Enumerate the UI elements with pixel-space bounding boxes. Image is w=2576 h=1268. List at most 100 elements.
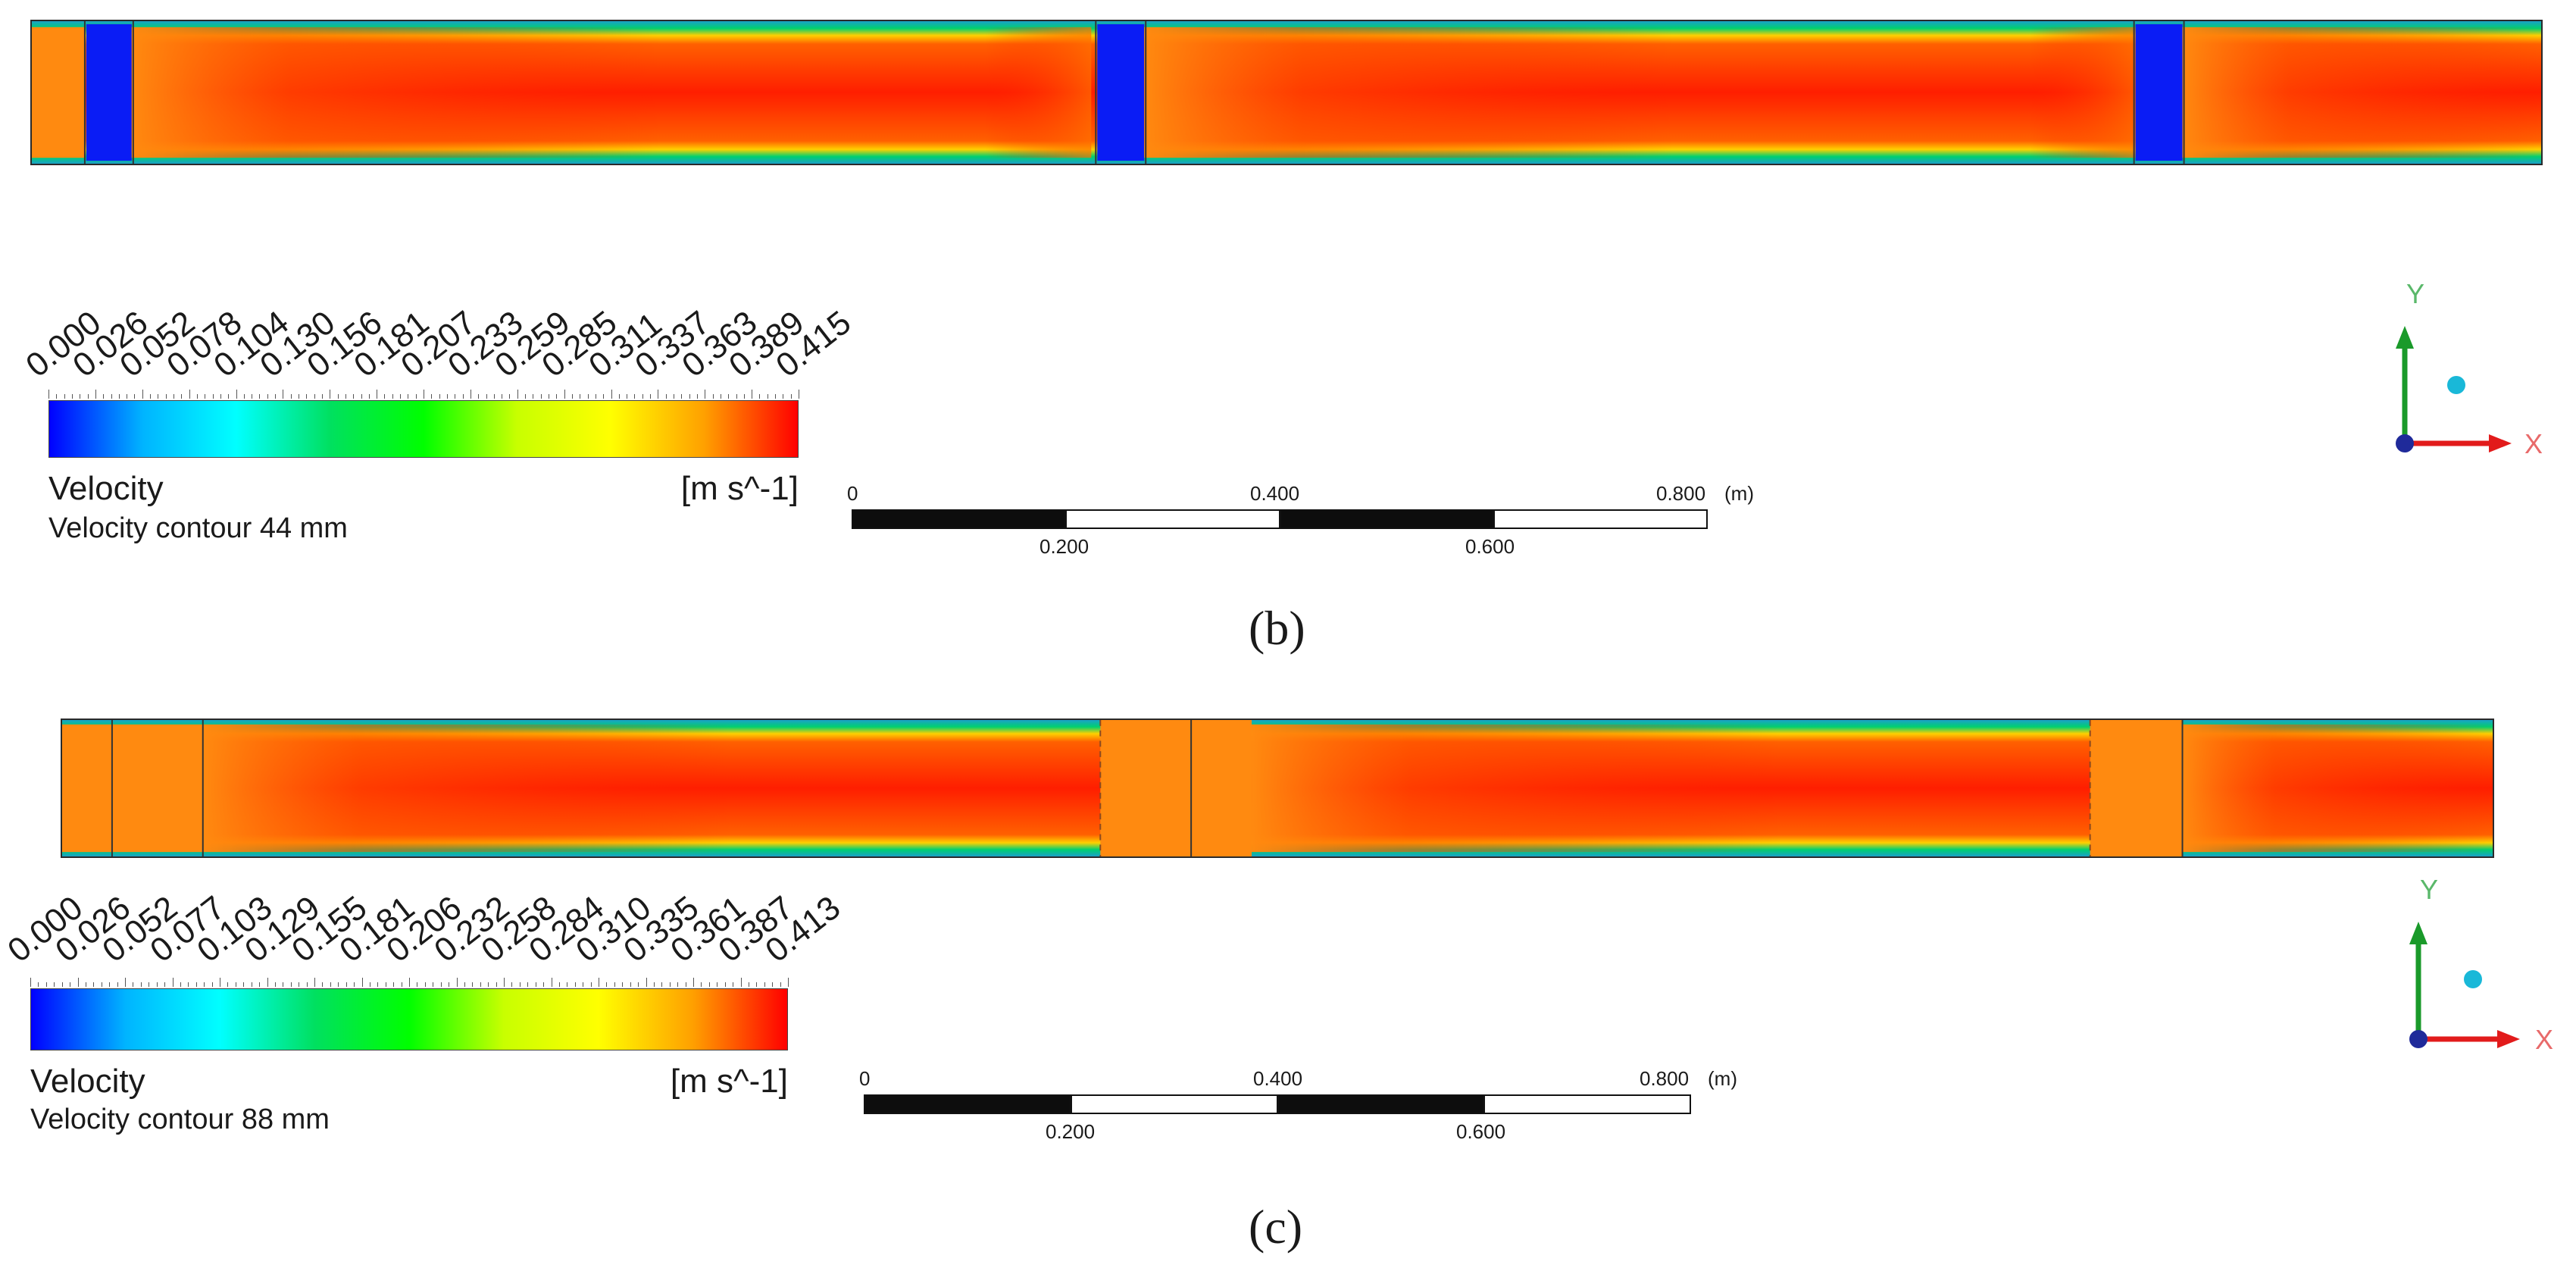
colorbar-tick-mark [724, 982, 726, 987]
colorbar-tick-mark [409, 978, 410, 987]
colorbar-tick-mark [93, 982, 95, 987]
colorbar-tick-mark [574, 982, 576, 987]
scale-segment-light [1065, 509, 1280, 529]
colorbar-tick-mark [306, 982, 308, 987]
colorbar-tick-mark [243, 394, 245, 399]
colorbar-tick-mark [140, 982, 142, 987]
colorbar-tick-mark [509, 394, 511, 399]
colorbar-tick-mark [743, 394, 745, 399]
scale-bar-b: 0 0.400 0.800 (m) 0.200 0.600 [847, 482, 1754, 573]
colorbar-tick-mark [212, 394, 214, 399]
scale-segment-light [1071, 1094, 1278, 1114]
colorbar-tick-mark [345, 982, 347, 987]
scale-segment-dark [864, 1094, 1071, 1114]
colorbar-tick-mark [228, 394, 230, 399]
legend-unit-label: [m s^-1] [680, 470, 799, 507]
colorbar-tick-mark [462, 394, 464, 399]
colorbar-tick-mark [630, 982, 631, 987]
colorbar-tick-mark [377, 982, 379, 987]
colorbar-tick-mark [77, 978, 79, 987]
colorbar-tick-mark [220, 394, 221, 399]
colorbar-tick-mark [431, 394, 433, 399]
colorbar-tick-mark [464, 982, 465, 987]
colorbar-tick-mark [415, 394, 417, 399]
legend-description: Velocity contour 44 mm [48, 512, 348, 544]
scale-label-800: 0.800 [1640, 1067, 1690, 1090]
scale-segment-light [1493, 509, 1708, 529]
colorbar-tick-mark [478, 394, 480, 399]
colorbar-tick-mark [45, 982, 47, 987]
colorbar-tick-mark [61, 982, 63, 987]
legend-description: Velocity contour 88 mm [30, 1104, 330, 1135]
colorbar-tick-mark [712, 394, 714, 399]
colorbar-tick-mark [259, 394, 261, 399]
colorbar-tick-mark [236, 390, 237, 399]
colorbar-tick-mark [646, 978, 647, 987]
porous-block [1100, 720, 1252, 856]
colorbar-tick-mark [517, 390, 518, 399]
colorbar-tick-mark [780, 982, 781, 987]
colorbar-tick-mark [728, 394, 730, 399]
colorbar-tick-mark [740, 978, 742, 987]
colorbar-tick-mark [125, 978, 126, 987]
colorbar-tick-mark [227, 982, 229, 987]
scale-segment-dark [1277, 1094, 1484, 1114]
colorbar-minor-ticks [48, 390, 799, 399]
colorbar-tick-mark [134, 394, 136, 399]
colorbar-tick-mark [558, 982, 560, 987]
colorbar-tick-mark [189, 390, 190, 399]
colorbar-tick-mark [354, 982, 355, 987]
colorbar-tick-mark [156, 982, 158, 987]
legend-unit-label: [m s^-1] [670, 1063, 788, 1100]
colorbar-tick-mark [164, 982, 166, 987]
scale-label-600: 0.600 [1456, 1120, 1506, 1143]
legend-variable-label: Velocity [30, 1063, 145, 1100]
colorbar-tick-mark [661, 982, 663, 987]
scale-label-800: 0.800 [1656, 482, 1706, 505]
colorbar-tick-mark [456, 978, 458, 987]
colorbar-tick-mark [400, 394, 402, 399]
colorbar-tick-mark [540, 394, 542, 399]
colorbar-tick-mark [306, 394, 308, 399]
colorbar-tick-mark [440, 982, 442, 987]
colorbar-tick-mark [665, 394, 667, 399]
colorbar [48, 400, 799, 458]
colorbar-tick-mark [181, 394, 183, 399]
colorbar-tick-mark [693, 978, 694, 987]
colorbar-tick-mark [603, 394, 605, 399]
colorbar-tick-mark [618, 394, 620, 399]
axis-label-x: X [2535, 1024, 2553, 1055]
colorbar-tick-mark [606, 982, 608, 987]
colorbar-tick-mark [117, 982, 118, 987]
colorbar-tick-mark [696, 394, 698, 399]
colorbar-tick-mark [571, 394, 573, 399]
scale-segment-light [1483, 1094, 1691, 1114]
colorbar-tick-mark [772, 982, 774, 987]
colorbar-tick-mark [109, 982, 111, 987]
colorbar-tick-mark [337, 394, 339, 399]
axis-indicator-dot [2447, 376, 2465, 394]
colorbar-tick-mark [764, 982, 765, 987]
stagnant-block [2135, 23, 2183, 161]
colorbar-tick-mark [361, 978, 363, 987]
colorbar-tick-mark [275, 394, 277, 399]
colorbar-tick-mark [486, 394, 487, 399]
colorbar-tick-mark [496, 982, 497, 987]
colorbar-tick-mark [681, 394, 683, 399]
colorbar-tick-mark [638, 982, 639, 987]
colorbar-tick-mark [472, 982, 474, 987]
colorbar-tick-mark [611, 390, 612, 399]
scale-bar-c: 0 0.400 0.800 (m) 0.200 0.600 [859, 1067, 1743, 1158]
colorbar-tick-mark [188, 982, 189, 987]
scale-label-400: 0.400 [1250, 482, 1300, 505]
colorbar-tick-mark [470, 390, 471, 399]
velocity-contour-field-b [30, 20, 2543, 165]
stagnant-block [1097, 23, 1145, 161]
colorbar-tick-mark [736, 394, 737, 399]
colorbar-minor-ticks [30, 978, 789, 987]
